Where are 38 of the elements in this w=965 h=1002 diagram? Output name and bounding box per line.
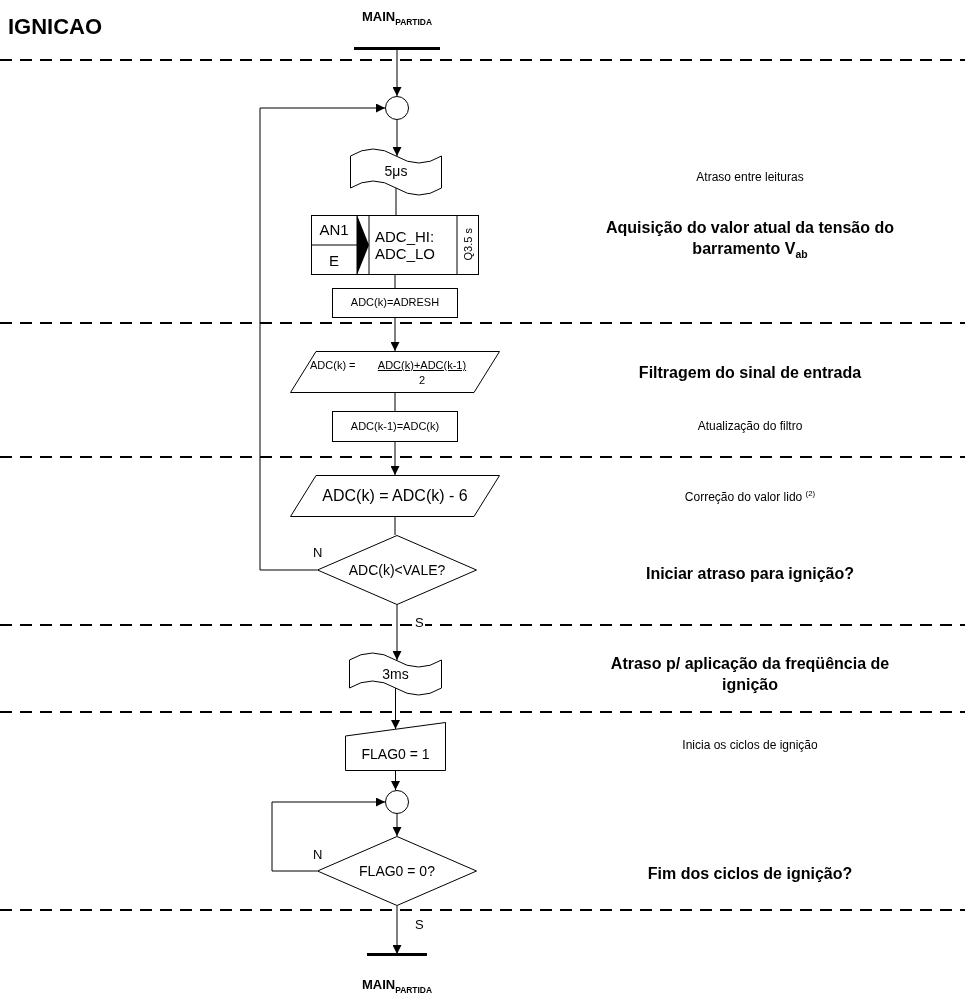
- node-text: ADC(k-1)=ADC(k): [349, 420, 441, 433]
- annotation-text: Atraso entre leituras: [695, 170, 805, 186]
- node-text: ADC(k)+ADC(k-1): [376, 359, 468, 372]
- section-heading: Aquisição do valor atual da tensão do barramento V$_{ab}$: [604, 218, 896, 262]
- node-text: FLAG0 = 1: [360, 746, 431, 763]
- arrow: [391, 687, 400, 730]
- terminator-label: MAIN$_{PARTIDA}$: [360, 978, 434, 996]
- node-text: 2: [417, 374, 427, 387]
- node-text: E: [328, 252, 340, 270]
- arrow: [391, 770, 400, 791]
- annotation-text: Atualização do filtro: [696, 419, 804, 435]
- node-text: Q3.5 s: [461, 227, 475, 263]
- node-text: FLAG0 = 0?: [358, 863, 436, 880]
- annotation-text: Inicia os ciclos de ignição: [681, 738, 819, 754]
- node-text: ADC(k)=ADRESH: [349, 296, 441, 309]
- node-text: ADC(k)<VALE?: [347, 562, 447, 579]
- terminator-label: MAIN$_{PARTIDA}$: [360, 10, 434, 28]
- section-heading: Iniciar atraso para ignição?: [644, 564, 856, 584]
- section-heading: Fim dos ciclos de ignição?: [646, 864, 854, 884]
- arrow: [271, 797, 386, 872]
- node-text: ADC(k) =: [310, 359, 357, 372]
- annotation-text: Correção do valor lido $^{(2)}$: [683, 489, 817, 506]
- node-text: ADC(k) = ADC(k) - 6: [321, 487, 469, 506]
- node-text: ADC_HI: ADC_LO: [375, 228, 437, 263]
- arrow: [392, 905, 402, 955]
- node-text: 5μs: [383, 163, 409, 180]
- diagram-title: IGNICAO: [8, 14, 103, 40]
- arrow: [390, 441, 400, 476]
- node-text: AN1: [318, 221, 350, 239]
- arrow: [392, 604, 402, 661]
- section-heading: Filtragem do sinal de entrada: [637, 363, 863, 383]
- arrow: [390, 317, 400, 352]
- arrow: [392, 813, 402, 837]
- section-heading: Atraso p/ aplicação da freqüência de ignição: [609, 654, 891, 695]
- node-text: 3ms: [381, 666, 410, 683]
- arrow: [392, 119, 402, 157]
- arrow: [259, 103, 386, 571]
- arrow: [392, 49, 402, 97]
